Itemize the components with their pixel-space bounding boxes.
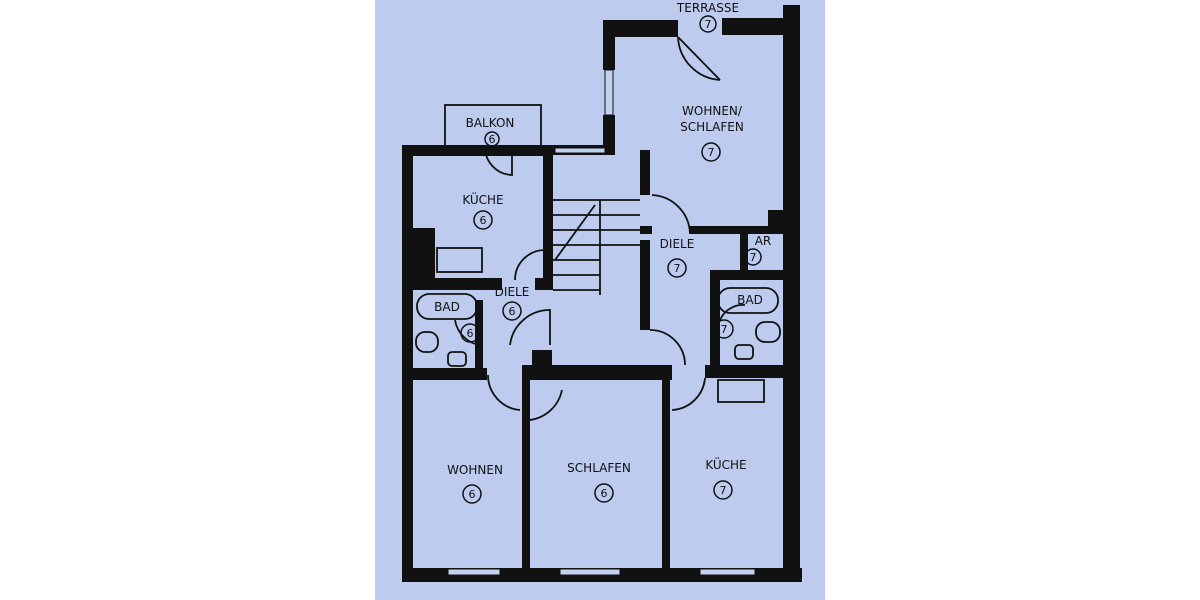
room-diele-7: DIELE 7	[660, 237, 695, 278]
room-label: WOHNEN	[447, 463, 503, 477]
room-kueche-7: KÜCHE 7	[705, 456, 747, 500]
room-label: BAD	[737, 293, 763, 307]
room-label: BALKON	[466, 116, 515, 130]
unit-number: 6	[509, 305, 516, 318]
room-label: KÜCHE	[705, 456, 746, 472]
unit-number: 6	[489, 133, 496, 146]
room-balkon: BALKON 6	[466, 116, 515, 147]
unit-number: 7	[750, 251, 757, 264]
unit-number: 7	[721, 323, 728, 336]
room-label-line2: SCHLAFEN	[680, 120, 744, 134]
room-label: TERRASSE	[676, 1, 739, 15]
doors	[454, 36, 746, 421]
room-wohnen-schlafen: WOHNEN/ SCHLAFEN 7	[680, 104, 744, 162]
toilet-right	[755, 321, 781, 343]
room-label: BAD	[434, 300, 460, 314]
windows	[447, 69, 756, 576]
room-kueche-6: KÜCHE 6	[462, 191, 504, 230]
kitchen-stove-right	[717, 379, 765, 403]
room-bad-6: BAD 6	[434, 300, 480, 343]
room-diele-6: DIELE 6	[495, 285, 530, 321]
paper-background	[375, 0, 825, 600]
sink-left	[447, 351, 467, 367]
room-label: SCHLAFEN	[567, 461, 631, 475]
room-label: DIELE	[660, 237, 695, 251]
room-label: DIELE	[495, 285, 530, 299]
unit-number: 6	[469, 488, 476, 501]
kitchen-stove-left	[436, 247, 483, 273]
sink-right	[734, 344, 754, 360]
stairs	[553, 199, 640, 295]
unit-number: 7	[720, 484, 727, 497]
room-label: WOHNEN/	[682, 104, 743, 118]
balcony-outline	[444, 104, 542, 148]
unit-number: 7	[705, 18, 712, 31]
room-label: KÜCHE	[462, 191, 503, 207]
unit-number: 6	[480, 214, 487, 227]
bathtub-right	[717, 287, 779, 314]
unit-number: 6	[467, 327, 474, 340]
fixtures	[415, 247, 781, 403]
room-bad-7: BAD 7	[714, 293, 763, 339]
room-schlafen: SCHLAFEN 6	[567, 461, 631, 503]
bathtub-left	[416, 293, 478, 320]
unit-number: 7	[708, 146, 715, 159]
room-ar: AR 7	[744, 234, 772, 266]
room-wohnen: WOHNEN 6	[447, 463, 503, 504]
room-label: AR	[755, 234, 772, 248]
unit-number: 7	[674, 262, 681, 275]
toilet-left	[415, 331, 439, 353]
room-terrasse: TERRASSE 7	[676, 1, 739, 33]
unit-number: 6	[601, 487, 608, 500]
